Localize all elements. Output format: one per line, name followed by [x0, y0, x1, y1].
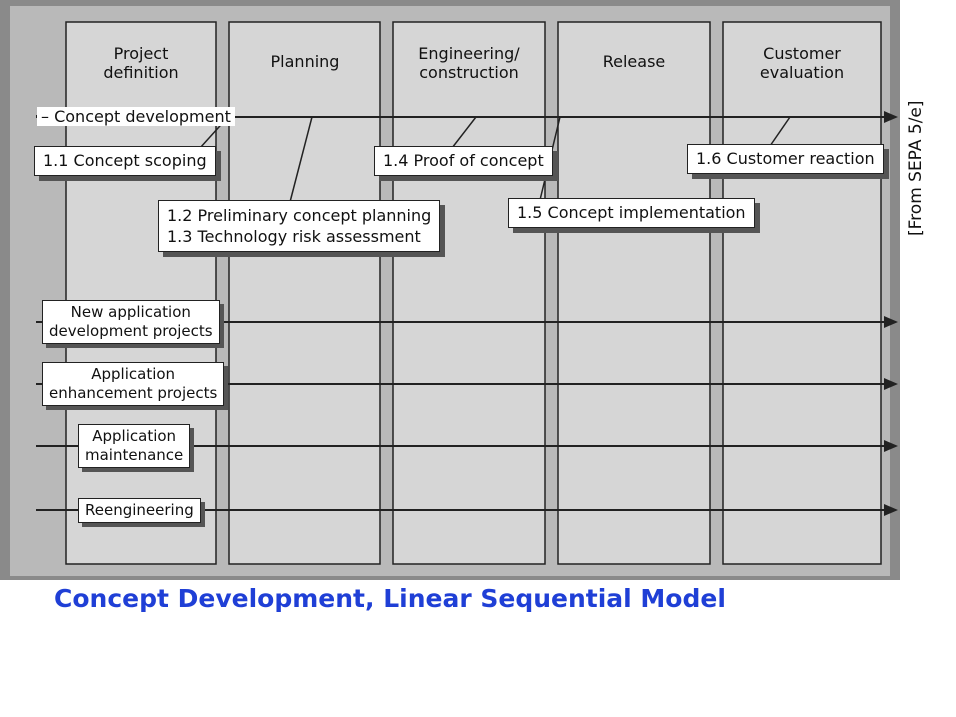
connector-1-2 [289, 116, 313, 203]
column-title-release: Release [602, 52, 666, 71]
column-engineering [392, 21, 546, 565]
source-note: [From SEPA 5/e] [906, 100, 926, 236]
connector-1-4 [451, 116, 477, 149]
connector-1-6 [769, 116, 791, 147]
task-concept-implementation: 1.5 Concept implementation [508, 198, 755, 228]
new-application-arrowhead [884, 316, 898, 328]
project-reengineering: Reengineering [78, 498, 201, 523]
project-new-application-line1: New application [70, 303, 191, 321]
concept-development-text: Concept development [54, 107, 231, 126]
enhancement-arrowhead [884, 378, 898, 390]
column-title-engineering: Engineering/construction [418, 44, 520, 82]
figure-graphics [0, 0, 900, 580]
project-enhancement: Application enhancement projects [42, 362, 225, 406]
task-proof-of-concept: 1.4 Proof of concept [374, 146, 553, 176]
maintenance-arrowhead [884, 440, 898, 452]
task-preliminary-concept-planning: 1.2 Preliminary concept planning [167, 206, 432, 225]
project-new-application: New application development projects [42, 300, 220, 344]
project-new-application-line2: development projects [49, 322, 213, 340]
project-maintenance: Application maintenance [78, 424, 191, 468]
column-customer-evaluation [722, 21, 882, 565]
project-maintenance-line1: Application [92, 427, 177, 445]
task-planning-risk: 1.2 Preliminary concept planning 1.3 Tec… [158, 200, 441, 252]
task-concept-scoping: 1.1 Concept scoping [34, 146, 216, 176]
task-technology-risk-assessment: 1.3 Technology risk assessment [167, 227, 421, 246]
concept-development-arrowhead [884, 111, 898, 123]
project-enhancement-line1: Application [91, 365, 176, 383]
figure-caption: Concept Development, Linear Sequential M… [54, 584, 726, 613]
project-maintenance-line2: maintenance [85, 446, 184, 464]
project-enhancement-line2: enhancement projects [49, 384, 218, 402]
reengineering-arrowhead [884, 504, 898, 516]
column-release [557, 21, 711, 565]
column-planning [228, 21, 381, 565]
column-project-definition [65, 21, 217, 565]
task-customer-reaction: 1.6 Customer reaction [687, 144, 884, 174]
concept-development-label: – Concept development [37, 107, 235, 126]
column-title-planning: Planning [270, 52, 340, 71]
